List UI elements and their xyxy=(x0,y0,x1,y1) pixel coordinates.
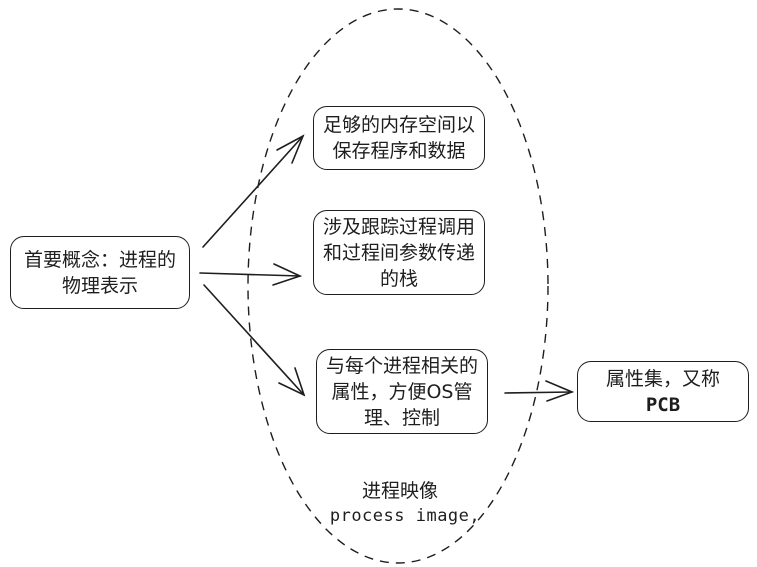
memory-space-box: 足够的内存空间以 保存程序和数据 xyxy=(313,106,485,170)
arrow-root-to-attributes xyxy=(203,284,306,397)
root-line-1: 首要概念：进程的 xyxy=(23,248,176,271)
pcb-line-1: 属性集，又称 xyxy=(605,367,720,390)
stack-line-1: 涉及跟踪过程调用 xyxy=(322,215,475,238)
memory-line-2: 保存程序和数据 xyxy=(332,140,466,162)
root-line-2: 物理表示 xyxy=(61,274,138,297)
root-concept-box: 首要概念：进程的 物理表示 xyxy=(10,236,190,309)
stack-line-3: 的栈 xyxy=(379,267,418,290)
process-image-caption-en: process image, xyxy=(329,506,481,526)
pcb-box: 属性集，又称 PCB xyxy=(577,361,749,422)
memory-line-1: 足够的内存空间以 xyxy=(322,114,475,136)
arrow-root-to-stack xyxy=(199,263,303,286)
stack-box: 涉及跟踪过程调用 和过程间参数传递 的栈 xyxy=(313,210,485,295)
process-image-caption-cn: 进程映像 xyxy=(361,480,438,502)
attributes-line-2: 属性，方便OS管 xyxy=(331,380,473,403)
attributes-line-1: 与每个进程相关的 xyxy=(325,354,478,377)
arrow-attributes-to-pcb xyxy=(504,380,575,402)
process-image-boundary xyxy=(247,8,549,564)
attributes-box: 与每个进程相关的 属性，方便OS管 理、控制 xyxy=(316,349,488,434)
stack-line-2: 和过程间参数传递 xyxy=(322,241,475,264)
pcb-line-2: PCB xyxy=(645,393,681,416)
arrow-root-to-memory xyxy=(202,134,305,248)
attributes-line-3: 理、控制 xyxy=(363,406,440,429)
